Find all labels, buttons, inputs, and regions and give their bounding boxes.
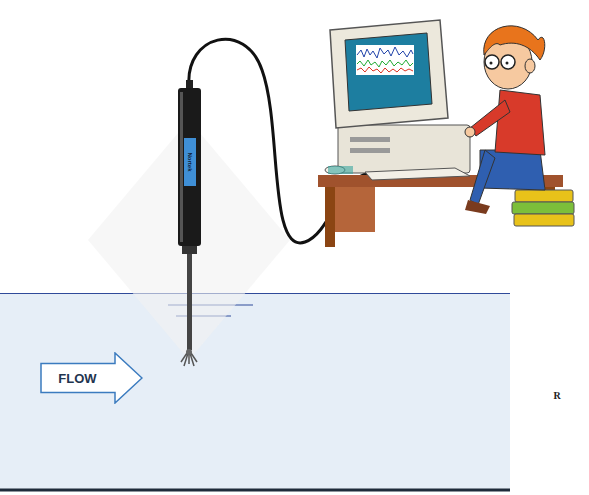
drive-slot (350, 137, 390, 142)
person-shoe (465, 200, 490, 214)
desk-drawer (335, 187, 375, 232)
computer-case (338, 125, 470, 173)
probe-label (184, 138, 196, 186)
probe-head (181, 350, 197, 366)
probe-head (186, 349, 192, 355)
water-surface (0, 293, 510, 294)
desk-leg (325, 187, 335, 247)
person-leg (470, 150, 495, 205)
signal-trace (357, 60, 413, 67)
book (514, 214, 574, 226)
flow-arrow: FLOW (40, 352, 143, 404)
book (515, 190, 573, 202)
probe-collar (182, 246, 197, 254)
arrow-shape (41, 353, 142, 403)
cut-off-text: R (553, 390, 560, 401)
probe-highlight (180, 92, 183, 242)
person-eye (490, 62, 493, 65)
person-ear (525, 59, 535, 73)
person-glasses (501, 55, 515, 69)
book (512, 202, 574, 214)
monitor (330, 20, 448, 128)
drive-slot (350, 148, 390, 153)
channel-bed (0, 489, 510, 492)
water-body (0, 293, 510, 490)
person-arm (470, 100, 510, 136)
probe-stem (187, 254, 192, 350)
probe-body (178, 88, 201, 246)
mouse-pad (328, 166, 353, 174)
person-hand (465, 127, 475, 137)
probe-connector (186, 80, 193, 88)
flow-label: FLOW (58, 371, 96, 386)
person-eye (506, 62, 509, 65)
signal-trace (357, 47, 413, 58)
brand-label: Nortek (187, 152, 193, 171)
keyboard (365, 168, 470, 180)
signal-trace (357, 67, 413, 73)
person-glasses (485, 55, 499, 69)
monitor-screen (345, 33, 432, 111)
screen-chart (356, 45, 414, 75)
person-shirt (495, 90, 545, 155)
